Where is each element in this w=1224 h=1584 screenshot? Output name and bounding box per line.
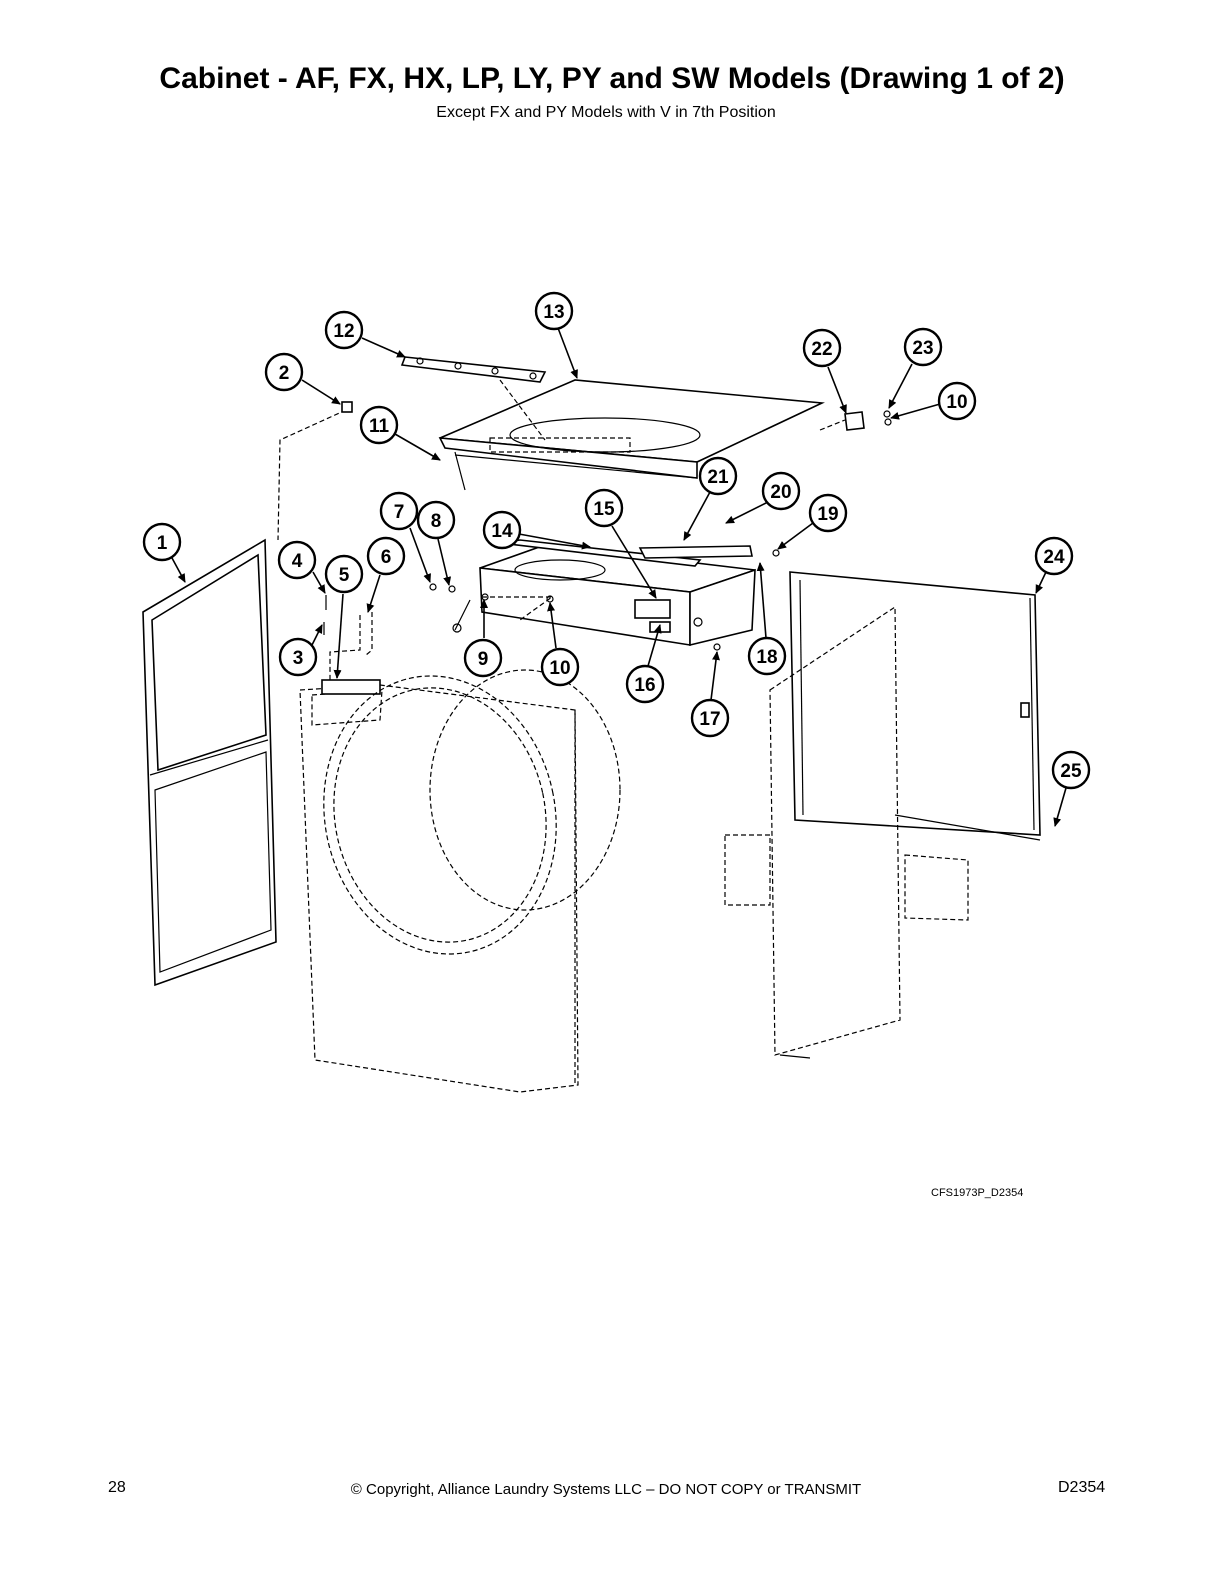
page-subtitle: Except FX and PY Models with V in 7th Po… [436,104,776,121]
svg-text:8: 8 [431,511,442,532]
callout-7: 7 [379,491,419,531]
callout-14: 14 [482,510,522,550]
svg-text:23: 23 [912,338,933,359]
callout-11: 11 [359,405,399,445]
callout-10: 10 [540,647,580,687]
svg-text:12: 12 [333,321,354,342]
part-front-panel [299,669,621,1093]
callout-22: 22 [802,328,842,368]
part-top-strip [400,356,547,383]
callout-5: 5 [324,554,364,594]
svg-text:25: 25 [1060,761,1082,782]
svg-text:7: 7 [394,502,405,523]
svg-text:4: 4 [292,551,303,572]
callout-13: 13 [534,291,574,331]
svg-text:1: 1 [157,533,168,554]
svg-text:3: 3 [293,648,304,669]
callout-9: 9 [463,638,503,678]
part-small-hardware [323,595,373,680]
svg-text:14: 14 [491,521,513,542]
svg-text:10: 10 [946,392,967,413]
part-top-panel [438,379,825,491]
svg-text:15: 15 [593,499,615,520]
callout-2: 2 [264,352,304,392]
callout-21: 21 [698,456,738,496]
callout-12: 12 [324,310,364,350]
callout-4: 4 [277,540,317,580]
callout-17: 17 [690,698,730,738]
svg-text:24: 24 [1043,547,1065,568]
callout-20: 20 [761,471,801,511]
svg-text:6: 6 [381,547,392,568]
svg-text:22: 22 [811,339,832,360]
svg-text:10: 10 [549,658,570,679]
leader-lines [171,327,1067,827]
callout-18: 18 [747,636,787,676]
drawing-code: CFS1973P_D2354 [931,1187,1024,1199]
part-hinge-hardware [819,410,892,431]
page-number: 28 [108,1479,126,1496]
callout-1: 1 [142,522,182,562]
svg-text:16: 16 [634,675,655,696]
svg-text:20: 20 [770,482,791,503]
svg-text:21: 21 [707,467,729,488]
document-id: D2354 [1058,1479,1106,1496]
copyright-notice: © Copyright, Alliance Laundry Systems LL… [350,1481,862,1498]
callout-24: 24 [1034,536,1074,576]
callout-16: 16 [625,664,665,704]
part-rear-panel [724,605,969,1059]
svg-text:18: 18 [756,647,777,668]
part-side-panel [789,571,1041,841]
svg-text:19: 19 [817,504,838,525]
callout-25: 25 [1051,750,1091,790]
svg-text:13: 13 [543,302,564,323]
guide-line [277,409,347,541]
svg-text:5: 5 [339,565,350,586]
svg-text:17: 17 [699,709,720,730]
callout-10b: 10 [937,381,977,421]
svg-text:2: 2 [279,363,290,384]
svg-text:11: 11 [369,416,390,437]
callout-8: 8 [416,500,456,540]
callout-19: 19 [808,493,848,533]
part-front-frame [142,538,277,987]
page-title: Cabinet - AF, FX, HX, LP, LY, PY and SW … [159,62,1065,95]
part-control-box [429,539,780,651]
callout-15: 15 [584,488,624,528]
callout-23: 23 [903,327,943,367]
callout-6: 6 [366,536,406,576]
svg-text:9: 9 [478,649,489,670]
part-fitting [341,401,353,413]
callout-3: 3 [278,637,318,677]
